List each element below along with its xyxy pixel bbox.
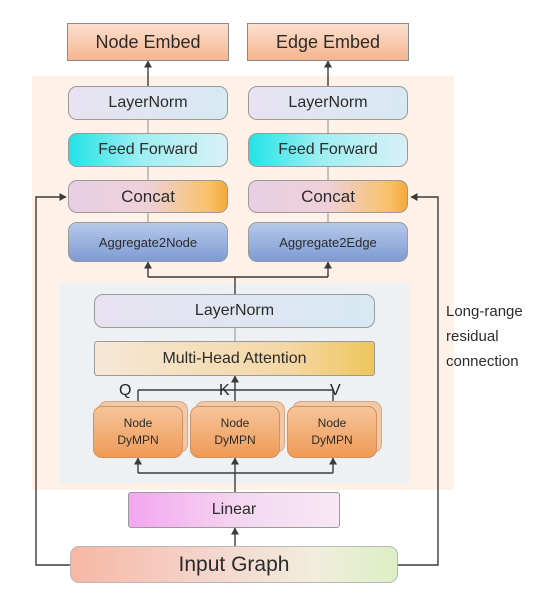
dympn-block-3: Node DyMPN — [287, 406, 377, 458]
residual-left-path — [35, 193, 70, 566]
input-graph: Input Graph — [70, 546, 398, 583]
node-concat: Concat — [68, 180, 228, 213]
query-label: Q — [119, 382, 132, 399]
dympn-line1: Node — [123, 416, 153, 430]
aggregate2edge: Aggregate2Edge — [248, 222, 408, 262]
value-label: V — [330, 382, 341, 399]
residual-connection-note: Long-range residual connection — [446, 299, 523, 374]
linear-layer: Linear — [128, 492, 340, 528]
dympn-line2: DyMPN — [214, 433, 256, 447]
edge-feed-forward: Feed Forward — [248, 133, 408, 167]
key-label: K — [219, 382, 230, 399]
edge-layernorm: LayerNorm — [248, 86, 408, 120]
dympn-block-1: Node DyMPN — [93, 406, 183, 458]
node-layernorm: LayerNorm — [68, 86, 228, 120]
edge-embed-output: Edge Embed — [247, 23, 409, 61]
residual-note-line3: connection — [446, 353, 519, 370]
residual-note-line1: Long-range — [446, 303, 523, 320]
node-feed-forward: Feed Forward — [68, 133, 228, 167]
node-embed-output: Node Embed — [67, 23, 229, 61]
dympn-line1: Node — [220, 416, 250, 430]
aggregate2node: Aggregate2Node — [68, 222, 228, 262]
attention-layernorm: LayerNorm — [94, 294, 375, 328]
dympn-block-2: Node DyMPN — [190, 406, 280, 458]
dympn-line2: DyMPN — [117, 433, 159, 447]
dympn-line2: DyMPN — [311, 433, 353, 447]
edge-concat: Concat — [248, 180, 408, 213]
residual-note-line2: residual — [446, 328, 499, 345]
dympn-line1: Node — [317, 416, 347, 430]
residual-right-path — [398, 193, 439, 566]
multi-head-attention: Multi-Head Attention — [94, 341, 375, 376]
